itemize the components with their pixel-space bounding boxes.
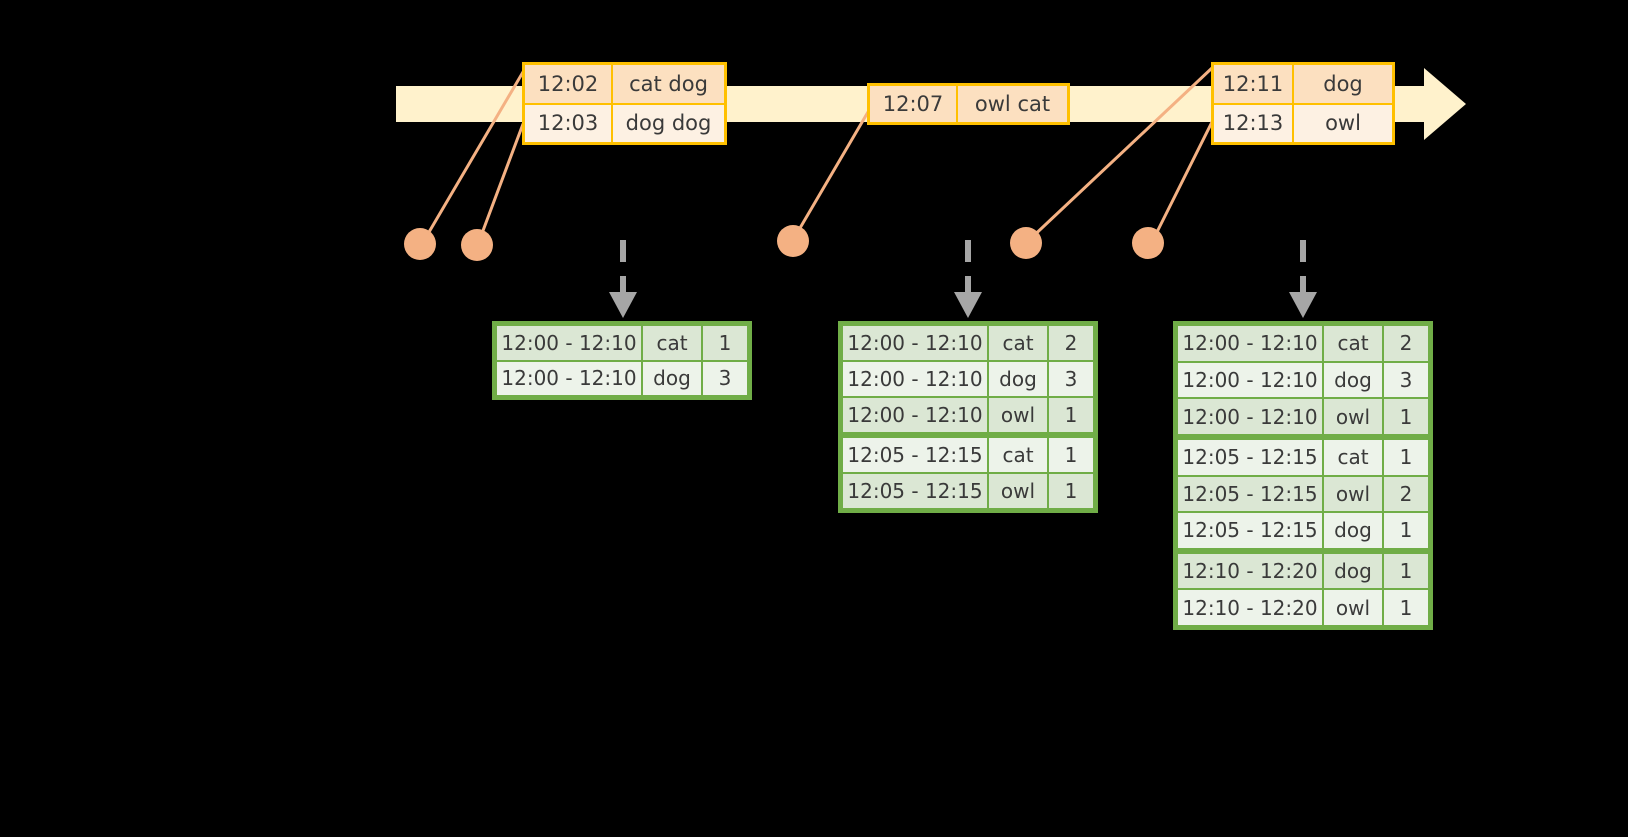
cell-word: dog — [1322, 551, 1384, 591]
marker-dots — [404, 225, 1164, 261]
event-time: 12:13 — [1214, 104, 1294, 142]
marker-dot-3 — [777, 225, 809, 257]
event-words: owl cat — [958, 86, 1067, 122]
flow-arrow-2 — [954, 240, 982, 318]
event-words: owl — [1294, 104, 1392, 142]
cell-window: 12:05 - 12:15 — [1176, 511, 1324, 550]
cell-word: cat — [987, 436, 1049, 474]
cell-count: 1 — [1047, 436, 1095, 474]
event-group-1[interactable]: 12:02 cat dog 12:03 dog dog — [522, 62, 727, 145]
marker-dot-1 — [404, 228, 436, 260]
event-row[interactable]: 12:03 dog dog — [525, 102, 724, 142]
cell-word: cat — [1322, 437, 1384, 477]
cell-count: 1 — [1047, 472, 1095, 510]
cell-word: cat — [641, 324, 703, 362]
cell-word: dog — [987, 360, 1049, 398]
cell-word: owl — [1322, 588, 1384, 627]
marker-dot-4 — [1010, 227, 1042, 259]
cell-window: 12:00 - 12:10 — [1176, 360, 1324, 400]
cell-window: 12:00 - 12:10 — [495, 359, 643, 397]
cell-word: dog — [1322, 511, 1384, 550]
event-group-3[interactable]: 12:11 dog 12:13 owl — [1211, 62, 1395, 145]
event-row[interactable]: 12:11 dog — [1214, 65, 1392, 103]
cell-window: 12:00 - 12:10 — [841, 396, 989, 434]
event-words: cat dog — [613, 65, 724, 103]
cell-window: 12:05 - 12:15 — [1176, 437, 1324, 477]
event-row[interactable]: 12:07 owl cat — [870, 86, 1067, 122]
cell-count: 3 — [701, 359, 749, 397]
cell-count: 1 — [1382, 397, 1430, 436]
cell-window: 12:00 - 12:10 — [1176, 397, 1324, 436]
cell-count: 1 — [1382, 551, 1430, 591]
cell-window: 12:05 - 12:15 — [841, 472, 989, 510]
event-time: 12:03 — [525, 104, 613, 142]
cell-window: 12:10 - 12:20 — [1176, 551, 1324, 591]
cell-window: 12:05 - 12:15 — [841, 436, 989, 474]
cell-word: owl — [1322, 397, 1384, 436]
event-time: 12:11 — [1214, 65, 1294, 103]
flow-arrow-3 — [1289, 240, 1317, 318]
cell-word: owl — [987, 472, 1049, 510]
cell-count: 1 — [1382, 588, 1430, 627]
marker-dot-5 — [1132, 227, 1164, 259]
marker-dot-2 — [461, 229, 493, 261]
event-time: 12:02 — [525, 65, 613, 103]
cell-window: 12:00 - 12:10 — [495, 324, 643, 362]
connector-line-2 — [476, 122, 525, 246]
event-words: dog dog — [613, 104, 724, 142]
cell-window: 12:00 - 12:10 — [841, 360, 989, 398]
cell-word: dog — [1322, 360, 1384, 400]
connector-line-3 — [791, 110, 870, 242]
connector-line-5 — [1150, 120, 1214, 244]
cell-window: 12:00 - 12:10 — [841, 324, 989, 362]
event-words: dog — [1294, 65, 1392, 103]
event-row[interactable]: 12:13 owl — [1214, 102, 1392, 142]
cell-word: owl — [987, 396, 1049, 434]
cell-count: 1 — [1382, 437, 1430, 477]
cell-count: 1 — [1382, 511, 1430, 550]
cell-count: 2 — [1382, 324, 1430, 363]
cell-window: 12:10 - 12:20 — [1176, 588, 1324, 627]
cell-count: 3 — [1047, 360, 1095, 398]
cell-word: owl — [1322, 474, 1384, 514]
cell-count: 2 — [1047, 324, 1095, 362]
cell-count: 2 — [1382, 474, 1430, 514]
cell-count: 1 — [1047, 396, 1095, 434]
connector-line-1 — [420, 70, 525, 246]
cell-count: 1 — [701, 324, 749, 362]
cell-word: cat — [987, 324, 1049, 362]
cell-window: 12:00 - 12:10 — [1176, 324, 1324, 363]
cell-word: dog — [641, 359, 703, 397]
event-row[interactable]: 12:02 cat dog — [525, 65, 724, 103]
cell-count: 3 — [1382, 360, 1430, 400]
event-group-2[interactable]: 12:07 owl cat — [867, 83, 1070, 125]
cell-word: cat — [1322, 324, 1384, 363]
flow-arrows — [609, 240, 1317, 318]
event-time: 12:07 — [870, 86, 958, 122]
flow-arrow-1 — [609, 240, 637, 318]
cell-window: 12:05 - 12:15 — [1176, 474, 1324, 514]
